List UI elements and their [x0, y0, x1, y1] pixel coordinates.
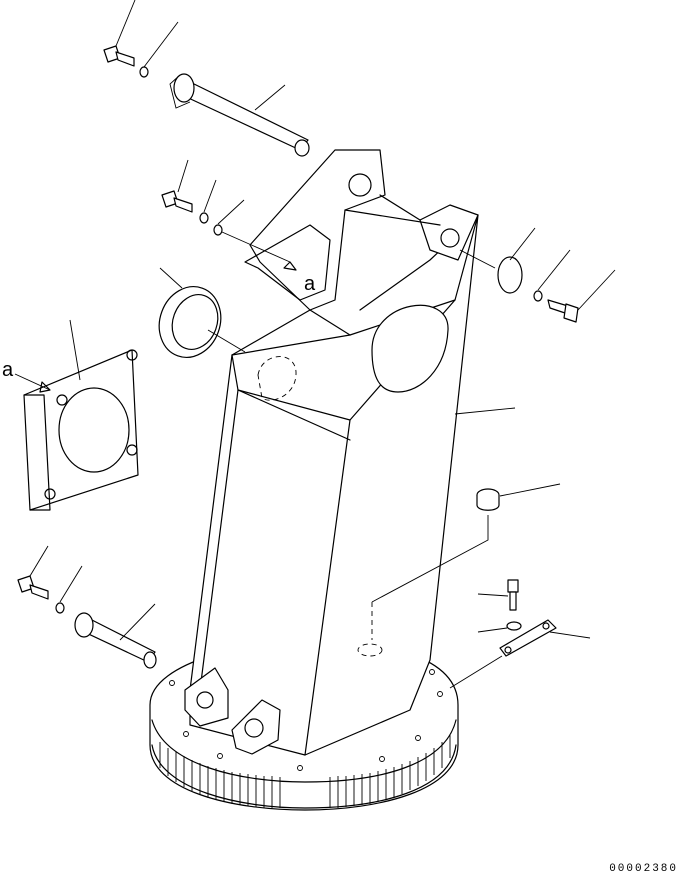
upper-bolt [103, 0, 286, 111]
main-post [189, 214, 479, 756]
view-ref-arrow-label: a [304, 273, 316, 295]
cover-plate: a [2, 319, 139, 511]
gear-teeth [159, 735, 451, 808]
upper-bracket [244, 149, 479, 311]
lower-lugs [184, 667, 281, 755]
right-washer-bolt [459, 227, 616, 323]
drawing-number: 00002380 [609, 863, 678, 875]
lower-bolt [17, 545, 83, 614]
post-leader-line [454, 407, 516, 415]
cap-part [357, 483, 561, 657]
middle-bolt: a [161, 159, 316, 295]
view-ref-letter: a [2, 359, 14, 381]
lower-pin [74, 603, 157, 669]
upper-pin [169, 73, 310, 157]
small-bolt-set [449, 579, 591, 689]
spacer-ring [158, 267, 246, 358]
base-bolt-holes [169, 669, 443, 771]
